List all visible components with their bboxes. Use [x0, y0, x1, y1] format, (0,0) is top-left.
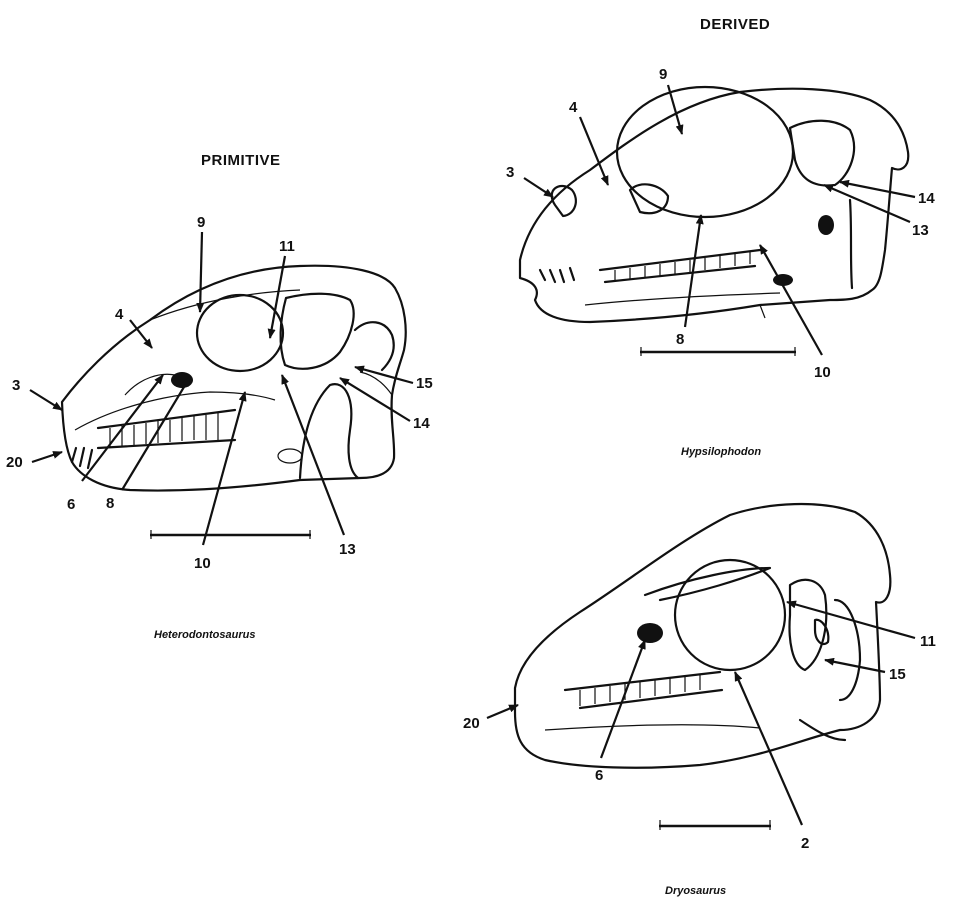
caption-hypsilophodon: Hypsilophodon [681, 446, 761, 458]
label-heterodontosaurus-4: 4 [115, 306, 124, 323]
label-hypsilophodon-13: 13 [912, 222, 929, 239]
arrows [30, 85, 915, 825]
label-hypsilophodon-10: 10 [814, 364, 831, 381]
label-hypsilophodon-14: 14 [918, 190, 935, 207]
heterodontosaurus-skull [62, 266, 406, 491]
caption-dryosaurus: Dryosaurus [665, 885, 726, 897]
label-dryosaurus-2: 2 [801, 835, 809, 852]
label-heterodontosaurus-15: 15 [416, 375, 433, 392]
label-heterodontosaurus-10: 10 [194, 555, 211, 572]
label-dryosaurus-11: 11 [920, 633, 936, 650]
label-heterodontosaurus-8: 8 [106, 495, 114, 512]
caption-heterodontosaurus: Heterodontosaurus [154, 629, 255, 641]
label-heterodontosaurus-11: 11 [279, 238, 295, 255]
label-hypsilophodon-9: 9 [659, 66, 667, 83]
label-dryosaurus-20: 20 [463, 715, 480, 732]
label-hypsilophodon-8: 8 [676, 331, 684, 348]
label-hypsilophodon-4: 4 [569, 99, 578, 116]
label-heterodontosaurus-9: 9 [197, 214, 205, 231]
dryosaurus-skull [515, 504, 890, 768]
label-heterodontosaurus-13: 13 [339, 541, 356, 558]
label-heterodontosaurus-20: 20 [6, 454, 23, 471]
label-dryosaurus-15: 15 [889, 666, 906, 683]
hypsilophodon-skull [520, 87, 908, 322]
label-dryosaurus-6: 6 [595, 767, 603, 784]
label-heterodontosaurus-3: 3 [12, 377, 20, 394]
label-hypsilophodon-3: 3 [506, 164, 514, 181]
heading-primitive: PRIMITIVE [201, 152, 281, 169]
label-heterodontosaurus-6: 6 [67, 496, 75, 513]
label-heterodontosaurus-14: 14 [413, 415, 430, 432]
heading-derived: DERIVED [700, 16, 770, 33]
